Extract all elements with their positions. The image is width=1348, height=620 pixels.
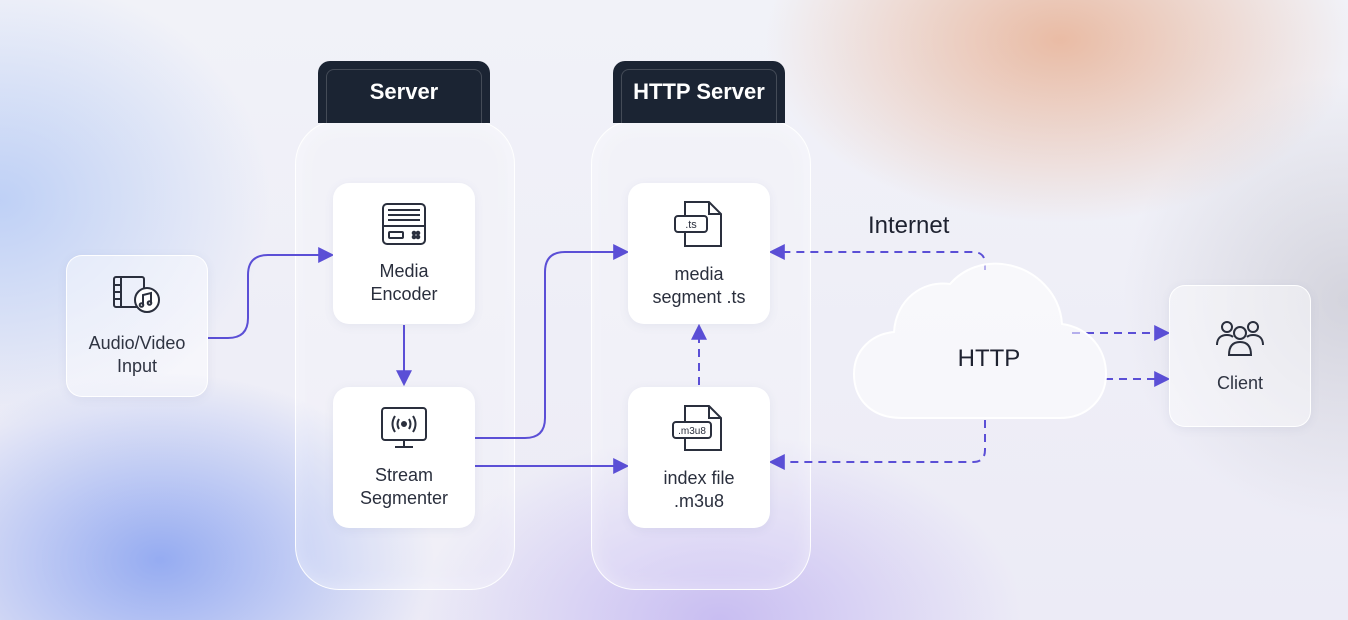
audio-video-input-node[interactable]: Audio/Video Input xyxy=(66,255,208,397)
media-encoder-node[interactable]: Media Encoder xyxy=(333,183,475,324)
cloud-label: HTTP xyxy=(958,345,1021,372)
stream-segmenter-node[interactable]: Stream Segmenter xyxy=(333,387,475,528)
server-lane-tab: Server xyxy=(318,61,490,123)
arrow-cloud-to-index xyxy=(768,420,986,470)
media-segment-node[interactable]: .ts media segment .ts xyxy=(628,183,770,324)
ts-file-ext: .ts xyxy=(685,219,697,231)
input-label-line1: Audio/Video xyxy=(88,333,186,353)
arrow-cloud-to-media-segment xyxy=(768,244,986,270)
media-segment-label-line2: segment .ts xyxy=(652,286,746,307)
ts-file-icon: .ts xyxy=(671,199,727,255)
index-file-node[interactable]: .m3u8 index file .m3u8 xyxy=(628,387,770,528)
segmenter-label-line2: Segmenter xyxy=(359,487,449,508)
client-label: Client xyxy=(1216,372,1264,393)
encoder-device-icon xyxy=(380,202,428,252)
encoder-label-line1: Media xyxy=(379,260,429,281)
m3u8-file-ext: .m3u8 xyxy=(678,426,706,437)
server-lane-title: Server xyxy=(369,79,439,104)
encoder-label-line2: Encoder xyxy=(370,283,438,304)
arrow-input-to-encoder xyxy=(208,247,335,339)
http-server-lane-tab: HTTP Server xyxy=(613,61,785,123)
broadcast-monitor-icon xyxy=(379,406,429,456)
film-music-icon xyxy=(112,274,162,324)
http-server-lane-title: HTTP Server xyxy=(633,79,765,104)
cloud-icon: HTTP xyxy=(852,262,1108,419)
input-label-line2: Input xyxy=(116,356,158,376)
arrow-segmenter-to-media-segment xyxy=(475,244,630,439)
media-segment-label-line1: media xyxy=(674,263,724,284)
users-group-icon xyxy=(1215,318,1265,364)
client-node[interactable]: Client xyxy=(1169,285,1311,427)
internet-label: Internet xyxy=(868,212,950,239)
index-file-label-line2: .m3u8 xyxy=(673,490,725,511)
m3u8-file-icon: .m3u8 xyxy=(671,403,727,459)
segmenter-label-line1: Stream xyxy=(374,464,434,485)
index-file-label-line1: index file xyxy=(663,467,735,488)
